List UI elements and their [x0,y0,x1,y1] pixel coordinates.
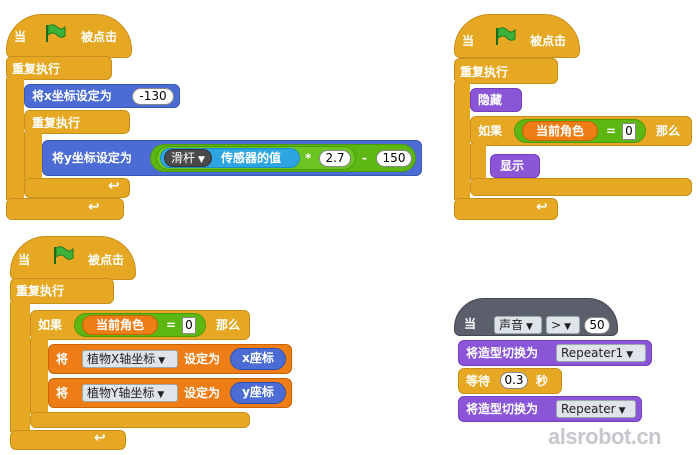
set2-label: 将 [56,386,69,400]
chevron-down-icon: ▼ [198,155,205,165]
hide-block[interactable] [470,88,522,112]
variable-dropdown-1[interactable]: 植物X轴坐标▼ [82,350,178,368]
green-flag-icon [54,246,74,264]
forever-arm-1 [6,78,24,200]
if-arm-2 [30,338,48,414]
times-operator-symbol: * [305,151,312,165]
show-block[interactable] [490,154,540,178]
variable-dropdown-2[interactable]: 植物Y轴坐标▼ [82,384,178,402]
forever-bottom-4 [10,430,126,450]
forever-bottom-2 [24,178,130,198]
forever-block-4[interactable] [10,278,114,304]
set-x-label: 将x坐标设定为 [32,89,112,103]
forever-arm-3 [454,82,470,200]
forever-block-2[interactable] [24,110,130,134]
chevron-down-icon: ▼ [626,350,634,360]
forever-label: 重复执行 [460,65,509,79]
costume-number-reporter[interactable]: 当前角色 [82,315,158,335]
chevron-down-icon: ▼ [526,322,533,332]
sensor-value-label: 传感器的值 [221,151,282,165]
hat-when-label: 当 [462,34,475,48]
if-arm-1 [470,144,486,180]
x-position-reporter[interactable]: x座标 [230,348,286,370]
if-label: 如果 [478,124,503,138]
when-flag-clicked-hat-1[interactable] [6,14,132,58]
then-label: 那么 [656,124,681,138]
forever-arm-2 [24,132,42,182]
wait-label: 等待 [466,374,491,388]
chevron-down-icon: ▼ [157,390,165,400]
subtrahend-input[interactable]: 150 [376,150,412,167]
operator-dropdown[interactable]: >▼ [546,316,580,334]
hat-clicked-label: 被点击 [81,30,118,44]
if-label: 如果 [38,318,63,332]
forever-arm-4 [10,302,30,432]
if-bottom-1 [470,178,692,196]
inner-forever-label: 重复执行 [32,116,81,130]
compare-value-input[interactable]: 0 [182,317,196,334]
wait-unit-label: 秒 [536,374,549,388]
chevron-down-icon: ▼ [564,322,571,332]
forever-label: 重复执行 [12,62,61,76]
green-flag-icon [46,24,66,42]
set-y-label: 将y坐标设定为 [52,151,132,165]
then-label: 那么 [216,318,241,332]
hat-when-label: 当 [464,317,477,331]
chevron-down-icon: ▼ [618,406,626,416]
multiplier-input[interactable]: 2.7 [319,150,351,167]
set-x-value-input[interactable]: -130 [132,88,174,105]
equals-symbol: = [166,318,177,332]
forever-bottom-1 [6,198,124,220]
equals-symbol: = [606,124,617,138]
set2-to-label: 设定为 [184,386,221,400]
minus-operator-symbol: - [362,151,367,165]
forever-block-3[interactable] [454,58,558,84]
hat-clicked-label: 被点击 [530,34,567,48]
if-bottom-2 [30,412,250,428]
sensor-dropdown[interactable]: 滑杆▼ [164,149,212,167]
loop-arrow-icon: ↩ [88,199,100,215]
when-flag-clicked-hat-2[interactable] [454,14,580,58]
set1-to-label: 设定为 [184,352,221,366]
loop-arrow-icon: ↩ [108,178,120,194]
threshold-input[interactable]: 50 [584,317,610,334]
forever-block-1[interactable] [6,56,112,80]
green-flag-icon [496,27,516,45]
loop-arrow-icon: ↩ [536,199,548,215]
forever-label: 重复执行 [16,284,65,298]
forever-bottom-3 [454,198,558,220]
sensor-dropdown[interactable]: 声音▼ [494,316,542,334]
set1-label: 将 [56,352,69,366]
hide-label: 隐藏 [478,93,503,107]
loop-arrow-icon: ↩ [94,430,106,446]
hat-clicked-label: 被点击 [88,253,125,267]
costume-dropdown-2[interactable]: Repeater▼ [556,400,636,418]
switch2-label: 将造型切换为 [466,402,539,416]
switch1-label: 将造型切换为 [466,346,539,360]
y-position-reporter[interactable]: y座标 [230,382,286,404]
hat-when-label: 当 [18,253,31,267]
wait-seconds-input[interactable]: 0.3 [500,372,528,389]
chevron-down-icon: ▼ [158,356,166,366]
hat-when-label: 当 [14,30,27,44]
compare-value-input[interactable]: 0 [622,123,636,140]
costume-dropdown-1[interactable]: Repeater1▼ [556,344,646,362]
watermark-logo: alsrobot.cn [548,424,662,449]
costume-number-reporter[interactable]: 当前角色 [522,121,598,141]
show-label: 显示 [500,159,525,173]
